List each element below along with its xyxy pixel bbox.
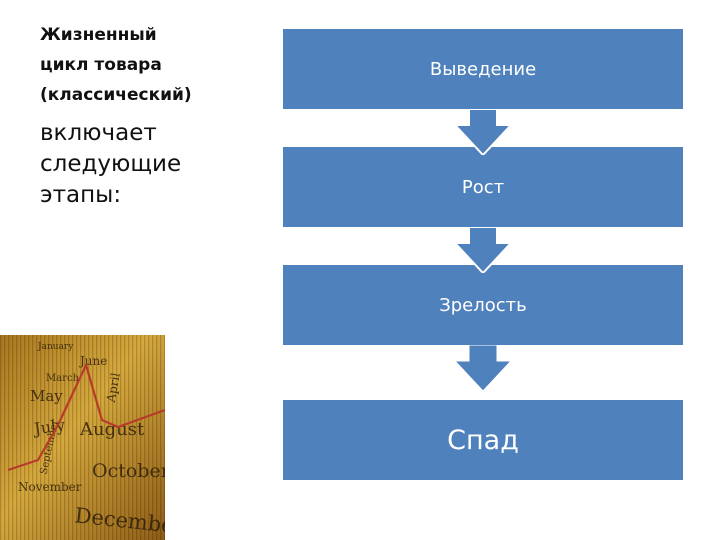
slide-subheading: включает следующие этапы: — [40, 118, 240, 211]
stage-label-maturity: Зрелость — [439, 294, 527, 316]
heading-line-2: цикл товара — [40, 55, 162, 75]
subheading-line-1: включает — [40, 120, 157, 146]
stage-label-introduction: Выведение — [429, 58, 537, 80]
stage-box-growth: Рост — [283, 147, 683, 227]
image-word-may: May — [30, 387, 63, 405]
image-word-january: January — [37, 342, 74, 352]
image-word-july: July — [31, 415, 66, 438]
image-word-march: March — [46, 373, 80, 384]
flow-arrow-1 — [455, 109, 511, 155]
image-word-november: November — [18, 480, 82, 494]
subheading-line-2: следующие — [40, 151, 182, 177]
flow-arrow-3 — [455, 345, 511, 391]
stage-box-decline: Спад — [283, 400, 683, 480]
stage-box-maturity: Зрелость — [283, 265, 683, 345]
subheading-line-3: этапы: — [40, 182, 122, 208]
stage-box-introduction: Выведение — [283, 29, 683, 109]
heading-line-3: (классический) — [40, 85, 192, 105]
months-calendar-image: January March May April June July August… — [0, 335, 165, 540]
slide-heading: Жизненный цикл товара (классический) — [40, 20, 240, 110]
stage-label-decline: Спад — [447, 424, 519, 456]
stage-label-growth: Рост — [461, 176, 505, 198]
image-word-june: June — [78, 354, 107, 368]
flow-arrow-2 — [455, 227, 511, 273]
heading-line-1: Жизненный — [40, 25, 157, 45]
image-word-october: October — [92, 460, 165, 482]
image-word-august: August — [79, 419, 145, 440]
image-word-april: April — [104, 372, 123, 405]
